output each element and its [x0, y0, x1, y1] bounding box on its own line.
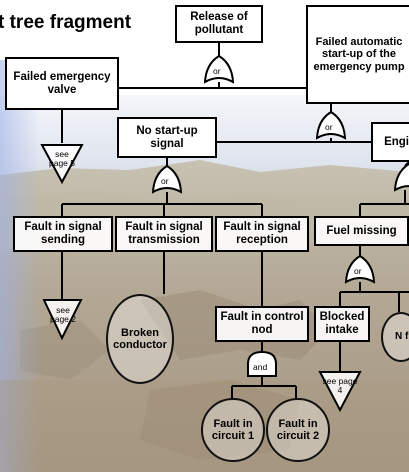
event-label: Blocked intake	[319, 311, 365, 336]
event-failed-automatic-startup: Failed automatic start-up of the emergen…	[306, 5, 409, 104]
or-gate-symbol	[315, 110, 347, 140]
or-gate-symbol	[203, 54, 235, 84]
transfer-label-page5: see page 5	[49, 149, 75, 169]
event-failed-emergency-valve: Failed emergency valve	[5, 57, 119, 110]
event-label: Fault in circuit 1	[211, 417, 255, 442]
event-blocked-intake: Blocked intake	[314, 306, 370, 342]
transfer-triangle	[318, 371, 362, 413]
event-label: No start-up signal	[136, 124, 198, 150]
event-label: Fault in control nod	[220, 311, 304, 336]
diagram-title: t tree fragment	[0, 12, 132, 33]
event-label: Broken conductor	[113, 326, 167, 351]
event-label: Fault in signal reception	[223, 221, 301, 246]
basic-event-fault-circuit-2: Fault in circuit 2	[266, 398, 330, 462]
event-label: Fault in signal transmission	[125, 221, 203, 246]
event-label: N fu	[395, 331, 409, 343]
event-fault-signal-transmission: Fault in signal transmission	[115, 216, 213, 252]
or-gate-symbol	[344, 254, 376, 284]
event-release-of-pollutant: Release of pollutant	[175, 5, 263, 43]
or-gate-label: or	[213, 66, 221, 76]
transfer-triangle	[40, 144, 84, 185]
event-fuel-missing: Fuel missing	[314, 216, 409, 246]
event-fault-control-nod: Fault in control nod	[215, 306, 309, 342]
event-label: Fuel missing	[326, 224, 397, 237]
and-gate-label: and	[253, 362, 268, 372]
event-fault-signal-reception: Fault in signal reception	[215, 216, 309, 252]
event-label: Release of pollutant	[190, 11, 248, 36]
event-fault-signal-sending: Fault in signal sending	[13, 216, 113, 252]
or-gate-label: or	[325, 122, 333, 132]
event-no-startup-signal: No start-up signal	[117, 117, 217, 158]
event-label: Failed automatic start-up of the emergen…	[313, 36, 405, 73]
transfer-triangle	[42, 299, 83, 341]
or-gate-symbol	[393, 162, 409, 192]
or-gate-symbol	[151, 164, 183, 194]
event-label: Fault in signal sending	[24, 221, 102, 246]
transfer-label-page2: see page 2	[50, 305, 76, 325]
event-label: Fault in circuit 2	[276, 417, 320, 442]
basic-event-broken-conductor: Broken conductor	[106, 294, 174, 384]
event-label: Failed emergency valve	[13, 70, 111, 96]
and-gate-symbol	[247, 350, 277, 377]
event-label: Engi	[384, 135, 409, 148]
basic-event-fault-circuit-1: Fault in circuit 1	[201, 398, 265, 462]
or-gate-label: or	[161, 176, 169, 186]
or-gate-label: or	[354, 266, 362, 276]
transfer-label-page4: see page 4	[322, 376, 358, 396]
basic-event-partial-right: N fu	[381, 312, 409, 362]
event-engine: Engi	[371, 122, 409, 162]
